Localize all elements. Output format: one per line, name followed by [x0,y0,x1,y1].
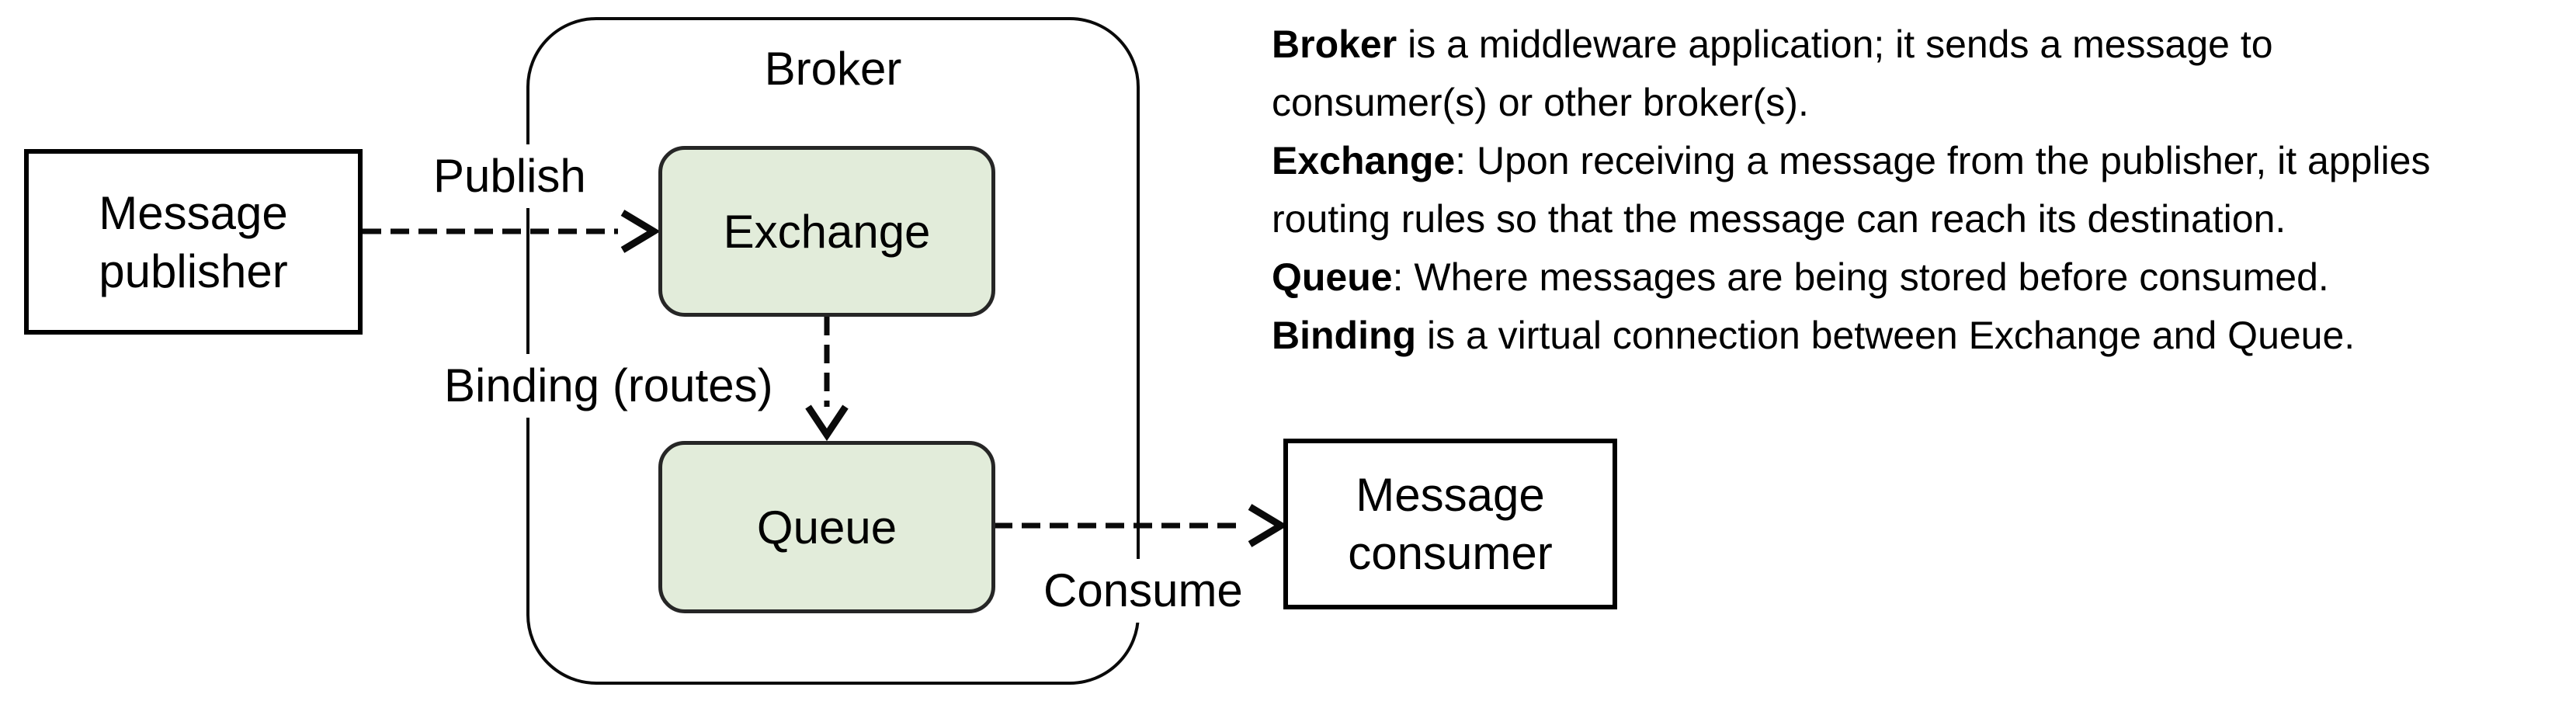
description-line-text: consumer(s) or other broker(s). [1272,81,1809,124]
consume-arrow [994,504,1288,547]
publish-arrow-label: Publish [422,144,597,208]
consume-arrow-label: Consume [1033,559,1254,623]
publish-arrow [363,210,661,253]
description-line: routing rules so that the message can re… [1272,190,2574,248]
broker-label: Broker [764,43,902,95]
description-line: Broker is a middleware application; it s… [1272,16,2574,74]
description-line-text: : Upon receiving a message from the publ… [1455,139,2431,182]
queue-box: Queue [658,441,995,613]
binding-arrow [805,317,849,442]
description-line: Binding is a virtual connection between … [1272,307,2574,365]
message-consumer-box: Message consumer [1283,439,1617,609]
description-term: Broker [1272,23,1397,66]
message-publisher-box: Message publisher [24,149,363,335]
description-line: consumer(s) or other broker(s). [1272,74,2574,132]
queue-label: Queue [756,501,897,554]
description-term: Queue [1272,255,1393,299]
message-consumer-label: Message consumer [1348,469,1553,579]
description-term: Binding [1272,314,1417,357]
description-line: Exchange: Upon receiving a message from … [1272,132,2574,190]
description-text-block: Broker is a middleware application; it s… [1272,16,2574,365]
description-line-text: is a middleware application; it sends a … [1397,23,2273,66]
broker-container [526,17,1140,685]
description-line-text: : Where messages are being stored before… [1392,255,2329,299]
description-line-text: routing rules so that the message can re… [1272,197,2286,241]
message-publisher-label: Message publisher [99,186,288,297]
description-line: Queue: Where messages are being stored b… [1272,248,2574,307]
description-term: Exchange [1272,139,1456,182]
description-line-text: is a virtual connection between Exchange… [1416,314,2356,357]
exchange-label: Exchange [723,205,931,258]
exchange-box: Exchange [658,146,995,317]
binding-arrow-label: Binding (routes) [433,354,784,418]
